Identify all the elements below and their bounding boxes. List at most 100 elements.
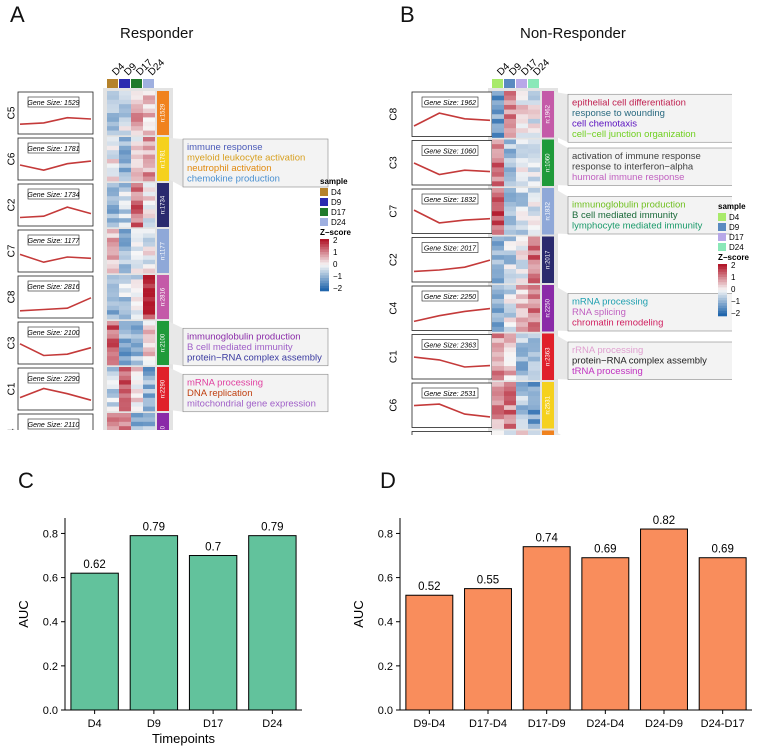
x-tick-label: D24-D9 bbox=[645, 718, 683, 730]
heatmap-cell bbox=[492, 278, 504, 284]
heatmap-cell bbox=[492, 104, 504, 110]
heatmap-cell bbox=[131, 384, 143, 390]
heatmap-cell bbox=[504, 386, 516, 392]
heatmap-cell bbox=[504, 201, 516, 207]
zscore-tick-label: 0 bbox=[731, 285, 736, 294]
heatmap-cell bbox=[143, 356, 155, 361]
legend-sample-swatch bbox=[320, 218, 328, 226]
gene-size-box bbox=[421, 145, 479, 156]
heatmap-cell bbox=[131, 283, 143, 289]
cluster-color-bar bbox=[157, 367, 169, 411]
heatmap-cell bbox=[492, 220, 504, 226]
legend-zscore-title: Z−score bbox=[718, 253, 749, 262]
heatmap-cell bbox=[504, 264, 516, 270]
heatmap-cell bbox=[143, 288, 155, 293]
gene-size-label: Gene Size: 2290 bbox=[27, 376, 79, 383]
x-tick-label: D9-D4 bbox=[413, 718, 445, 730]
heatmap-cell bbox=[143, 393, 155, 399]
heatmap-cell bbox=[107, 126, 119, 131]
heatmap-cell bbox=[107, 297, 119, 302]
heatmap-cell bbox=[528, 220, 540, 226]
heatmap-cell bbox=[516, 386, 528, 392]
gene-size-box bbox=[27, 280, 80, 292]
heatmap-cell bbox=[107, 413, 119, 418]
heatmap-cell bbox=[119, 397, 131, 403]
heatmap-cell bbox=[143, 297, 155, 302]
heatmap-cell bbox=[107, 117, 119, 123]
zscore-gradient-step bbox=[320, 239, 329, 242]
heatmap-cell bbox=[107, 104, 119, 109]
heatmap-cell bbox=[131, 196, 143, 201]
heatmap-cell bbox=[492, 382, 504, 387]
heatmap-cell bbox=[107, 255, 119, 261]
heatmap-cell bbox=[492, 197, 504, 203]
heatmap-cell bbox=[492, 326, 504, 332]
heatmap-cell bbox=[143, 172, 155, 177]
heatmap-cell bbox=[504, 144, 516, 150]
heatmap-cell bbox=[119, 233, 131, 239]
heatmap-cell bbox=[492, 109, 504, 115]
zscore-gradient-step bbox=[718, 279, 727, 283]
heatmap-cell bbox=[143, 310, 155, 315]
heatmap-cell bbox=[528, 326, 540, 332]
heatmap-cell bbox=[504, 405, 516, 411]
heatmap-cell bbox=[516, 229, 528, 235]
heatmap-cell bbox=[119, 91, 131, 96]
heatmap-cell bbox=[131, 183, 143, 188]
heatmap-cell bbox=[504, 298, 516, 304]
heatmap-cell bbox=[516, 391, 528, 397]
legend-sample-label: D24 bbox=[729, 243, 744, 252]
heatmap-cell bbox=[492, 375, 504, 381]
gene-size-label: Gene Size: 2110 bbox=[28, 422, 80, 429]
heatmap-cell bbox=[119, 187, 131, 193]
heatmap-cell bbox=[119, 163, 131, 169]
cluster-color-bar bbox=[542, 333, 554, 380]
heatmap-cell bbox=[492, 259, 504, 265]
heatmap-cell bbox=[131, 130, 143, 136]
heatmap-cell bbox=[107, 130, 119, 136]
go-term-label: chemokine production bbox=[187, 174, 280, 185]
gene-size-label: Gene Size: 2816 bbox=[27, 284, 79, 291]
heatmap-cell bbox=[119, 150, 131, 155]
heatmap-cell bbox=[119, 95, 131, 101]
heatmap-cell bbox=[528, 118, 540, 124]
cluster-color-bar bbox=[542, 285, 554, 332]
heatmap-cell bbox=[504, 370, 516, 376]
heatmap-cell bbox=[107, 325, 119, 331]
heatmap-cell bbox=[516, 158, 528, 164]
heatmap-cell bbox=[131, 229, 143, 234]
heatmap-cell bbox=[119, 275, 131, 280]
heatmap-cell bbox=[131, 191, 143, 197]
heatmap-cell bbox=[504, 123, 516, 129]
heatmap-cell bbox=[107, 426, 119, 430]
heatmap-cell bbox=[143, 108, 155, 114]
heatmap-cell bbox=[528, 285, 540, 290]
go-annotation-box bbox=[182, 373, 329, 413]
auc-bar bbox=[129, 535, 179, 711]
heatmap-cell bbox=[131, 154, 143, 160]
heatmap-cell bbox=[492, 114, 504, 120]
heatmap-cell bbox=[119, 406, 131, 412]
heatmap-cell bbox=[528, 264, 540, 270]
go-term-label: immunoglobulin production bbox=[572, 200, 686, 211]
heatmap-cell bbox=[131, 325, 143, 331]
heatmap-cell bbox=[143, 321, 155, 326]
heatmap-cell bbox=[504, 148, 516, 154]
heatmap-cell bbox=[143, 264, 155, 269]
legend-sample-swatch bbox=[718, 223, 726, 231]
heatmap-cell bbox=[492, 395, 504, 401]
cluster-trend-line bbox=[413, 403, 491, 418]
x-tick-label: D17-D9 bbox=[528, 718, 566, 730]
heatmap-cell bbox=[131, 242, 143, 247]
heatmap-cell bbox=[528, 167, 540, 173]
zscore-gradient-step bbox=[320, 278, 329, 281]
heatmap-cell bbox=[119, 130, 131, 136]
auc-bar bbox=[640, 528, 688, 711]
heatmap-cell bbox=[528, 308, 540, 314]
zscore-tick-label: 2 bbox=[333, 236, 338, 245]
heatmap-cell bbox=[119, 137, 131, 142]
heatmap-cell bbox=[528, 229, 540, 235]
heatmap-cell bbox=[119, 255, 131, 261]
go-term-label: tRNA processing bbox=[572, 366, 643, 377]
heatmap-cell bbox=[131, 113, 143, 118]
